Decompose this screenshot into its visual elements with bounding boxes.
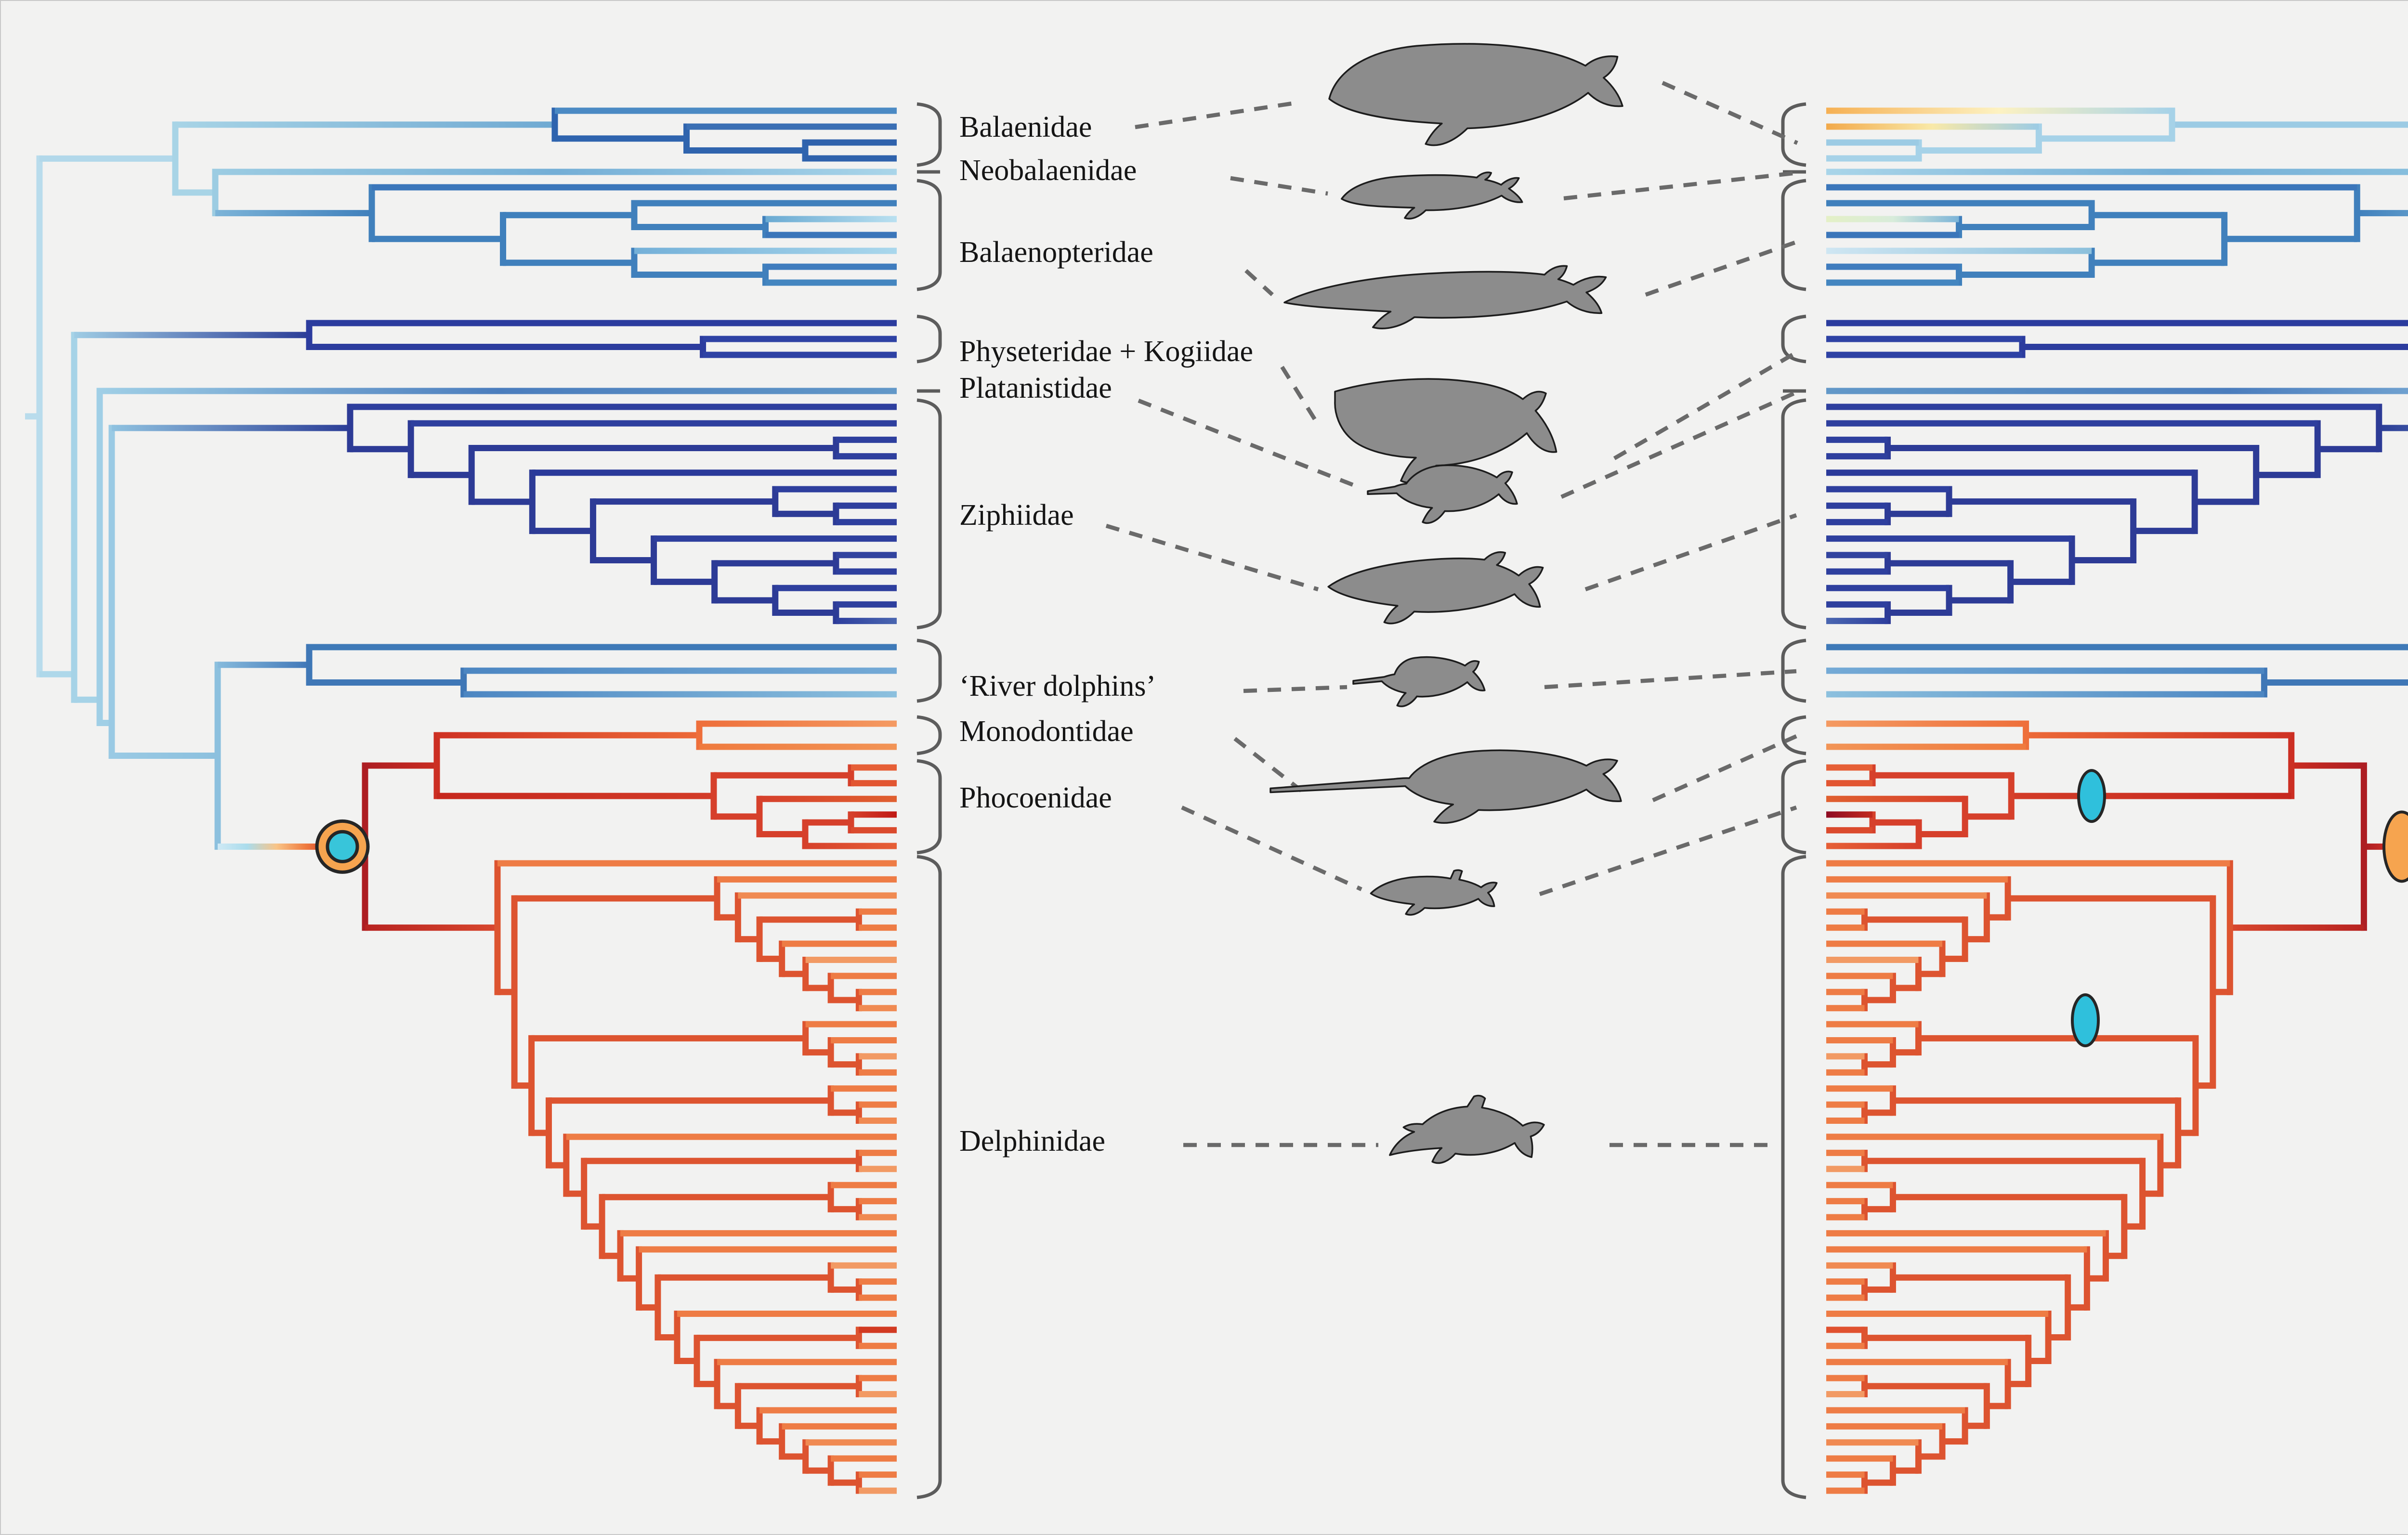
bracket-right-physeteroidea (1781, 314, 1806, 364)
dotted-connector-12 (1243, 685, 1348, 693)
whale-silhouettes (1270, 44, 1623, 1163)
bracket-right-phocoenidae (1781, 759, 1806, 855)
family-label-ziphiidae: Ziphiidae (959, 499, 1074, 532)
narwhal-silhouette (1270, 750, 1621, 823)
clade-brackets (916, 102, 1806, 1499)
bracket-left-riverdolphins (916, 638, 942, 703)
porpoise-silhouette (1371, 870, 1496, 915)
left-phylogeny (25, 107, 897, 1494)
dotted-connector-5 (1645, 239, 1798, 297)
dotted-connector-16 (1181, 806, 1362, 891)
bracket-left-physeteroidea (916, 314, 942, 364)
family-labels: BalaenidaeNeobalaenidaeBalaenopteridaePh… (959, 111, 1253, 1158)
dotted-connector-0 (1135, 100, 1302, 130)
bowhead-whale-silhouette (1329, 44, 1623, 145)
dotted-connector-2 (1230, 176, 1328, 196)
family-label-phocoenidae: Phocoenidae (959, 781, 1112, 814)
dotted-connector-11 (1584, 513, 1797, 592)
bracket-right-balaenopteridae (1781, 179, 1806, 291)
dotted-connector-15 (1652, 734, 1797, 802)
dotted-connector-1 (1662, 81, 1798, 145)
sperm-whale-silhouette (1335, 379, 1557, 482)
family-label-monodontidae: Monodontidae (959, 715, 1134, 748)
dotted-connector-3 (1563, 170, 1798, 201)
shift-marker-phocoenidae (2077, 769, 2106, 823)
bracket-left-phocoenidae (916, 759, 942, 855)
family-label-balaenopteridae: Balaenopteridae (959, 236, 1153, 269)
dotted-connector-6 (1280, 365, 1320, 426)
dotted-connector-10 (1105, 523, 1319, 592)
bracket-right-riverdolphins (1781, 638, 1806, 703)
ancestral-node-marker-left (326, 830, 359, 863)
bracket-right-balaenidae (1781, 102, 1806, 167)
bracket-left-balaenidae (916, 102, 942, 167)
right-phylogeny (1826, 107, 2408, 1494)
node-markers (315, 769, 2408, 1047)
bracket-left-balaenopteridae (916, 179, 942, 291)
family-label-neobalaenidae: Neobalaenidae (959, 154, 1137, 187)
dotted-connector-17 (1539, 805, 1797, 897)
amazon-river-dolphin-silhouette (1353, 657, 1485, 706)
bracket-left-delphinidae (916, 855, 942, 1499)
pygmy-right-whale-silhouette (1342, 172, 1522, 219)
family-label-balaenidae: Balaenidae (959, 111, 1092, 143)
dolphin-silhouette (1390, 1095, 1544, 1163)
family-label-riverdolphins: ‘River dolphins’ (959, 670, 1156, 702)
dotted-connector-9 (1560, 390, 1798, 499)
family-label-delphinidae: Delphinidae (959, 1125, 1105, 1158)
family-label-plat: Platanistidae (959, 372, 1112, 404)
connector-lines (1105, 81, 1798, 1147)
bracket-right-delphinidae (1781, 855, 1806, 1499)
bracket-right-ziphiidae (1781, 398, 1806, 630)
beaked-whale-silhouette (1328, 552, 1543, 624)
dotted-connector-8 (1138, 399, 1360, 489)
family-label-physeteroidea: Physeteridae + Kogiidae (959, 335, 1253, 368)
bracket-right-monodontidae (1781, 715, 1806, 755)
dotted-connector-4 (1244, 269, 1274, 297)
dotted-connector-14 (1233, 737, 1303, 793)
dotted-connector-13 (1544, 669, 1797, 689)
platanista-silhouette (1368, 465, 1517, 523)
bracket-left-monodontidae (916, 715, 942, 755)
dotted-connector-7 (1613, 351, 1798, 460)
ancestral-node-marker-right (2382, 810, 2408, 883)
shift-marker-delphinidae (2071, 993, 2100, 1047)
bracket-left-ziphiidae (916, 398, 942, 630)
rorqual-whale-silhouette (1284, 266, 1606, 328)
